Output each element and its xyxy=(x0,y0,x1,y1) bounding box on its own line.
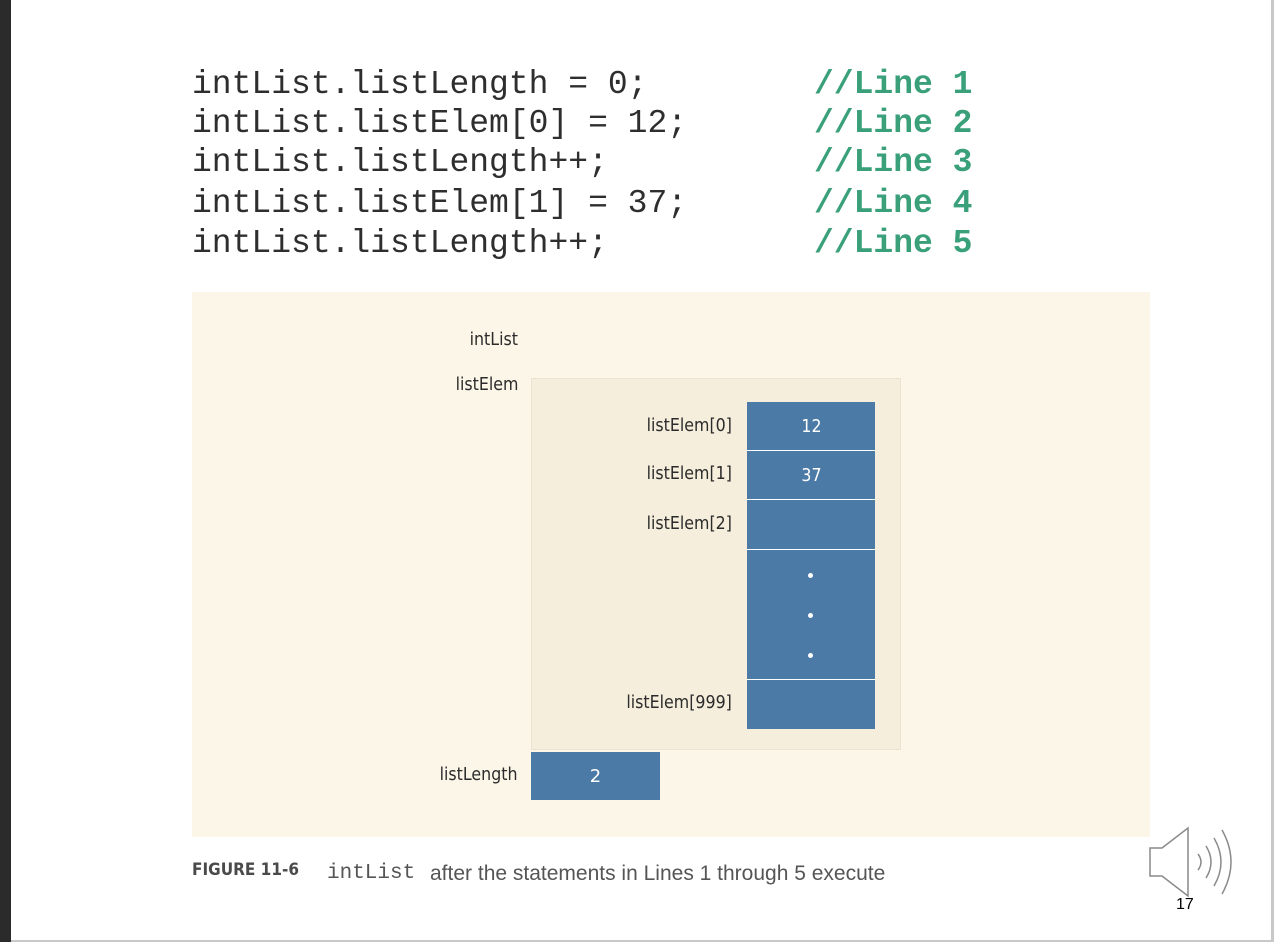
element-label-2: listElem[2] xyxy=(646,513,732,534)
code-line-4: intList.listElem[1] = 37; //Line 4 xyxy=(192,185,972,225)
ellipsis-dot xyxy=(808,653,813,658)
code-comment: //Line 2 xyxy=(814,105,973,142)
left-border xyxy=(0,0,11,942)
array-label: listElem xyxy=(455,374,518,395)
struct-label: intList xyxy=(469,329,518,350)
element-label-1: listElem[1] xyxy=(646,463,732,484)
element-label-999: listElem[999] xyxy=(626,692,732,713)
code-comment: //Line 1 xyxy=(814,66,973,103)
caption-code: intList xyxy=(327,862,416,885)
code-statement: intList.listLength = 0; xyxy=(192,66,648,103)
bottom-border xyxy=(11,940,1274,942)
code-line-1: intList.listLength = 0; //Line 1 xyxy=(192,66,972,106)
code-line-2: intList.listElem[0] = 12; //Line 2 xyxy=(192,105,972,145)
cell-value: 12 xyxy=(800,415,822,437)
figure-caption: FIGURE 11-6 intList after the statements… xyxy=(192,860,885,890)
code-statement: intList.listElem[1] = 37; xyxy=(192,185,688,222)
code-statement: intList.listLength++; xyxy=(192,144,608,181)
array-cell-0: 12 xyxy=(747,402,875,451)
code-line-5: intList.listLength++; //Line 5 xyxy=(192,225,972,265)
cell-value: 37 xyxy=(800,464,822,486)
code-statement: intList.listElem[0] = 12; xyxy=(192,105,688,142)
length-label: listLength xyxy=(440,764,518,785)
figure-number: FIGURE 11-6 xyxy=(192,860,299,880)
length-cell: 2 xyxy=(531,752,660,800)
right-border xyxy=(1271,0,1274,942)
speaker-icon[interactable] xyxy=(1148,824,1244,905)
element-label-0: listElem[0] xyxy=(646,415,732,436)
code-comment: //Line 5 xyxy=(814,225,973,262)
code-line-3: intList.listLength++; //Line 3 xyxy=(192,144,972,184)
code-comment: //Line 4 xyxy=(814,185,973,222)
code-comment: //Line 3 xyxy=(814,144,973,181)
code-statement: intList.listLength++; xyxy=(192,225,608,262)
length-value: 2 xyxy=(589,765,602,787)
array-cell-2 xyxy=(747,500,875,550)
page-number: 17 xyxy=(1176,896,1194,913)
array-cell-999 xyxy=(747,680,875,729)
ellipsis-dot xyxy=(808,573,813,578)
ellipsis-dot xyxy=(808,613,813,618)
caption-text: after the statements in Lines 1 through … xyxy=(430,862,886,885)
array-cell-1: 37 xyxy=(747,451,875,500)
